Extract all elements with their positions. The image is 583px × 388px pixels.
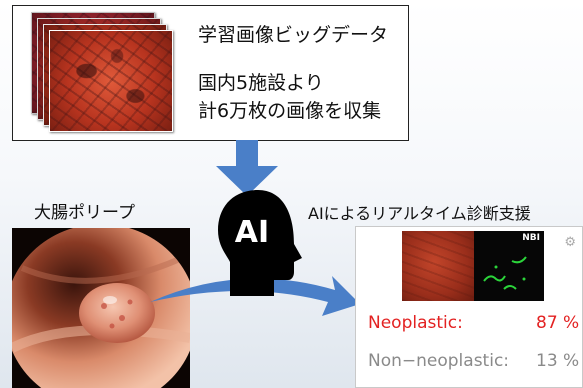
non-neoplastic-value: 13 % <box>536 351 579 371</box>
non-neoplastic-row: Non−neoplastic: 13 % <box>368 351 509 371</box>
neoplastic-row: Neoplastic: 87 % <box>368 313 463 333</box>
diagnosis-title: AIによるリアルタイム診断支援 <box>308 201 531 227</box>
bigdata-line1: 国内5施設より <box>198 70 324 96</box>
training-data-box: 学習画像ビッグデータ 国内5施設より 計6万枚の画像を収集 <box>12 5 409 141</box>
nbi-image: NBI <box>474 231 544 301</box>
ai-label: AI <box>235 215 269 250</box>
neoplastic-label: Neoplastic: <box>368 313 463 333</box>
training-image-4 <box>49 30 173 132</box>
bigdata-line2: 計6万枚の画像を収集 <box>198 98 381 124</box>
polyp-label: 大腸ポリープ <box>34 200 135 226</box>
bigdata-title: 学習画像ビッグデータ <box>198 22 388 48</box>
white-light-image <box>402 231 474 301</box>
non-neoplastic-label: Non−neoplastic: <box>368 351 509 371</box>
gear-icon[interactable]: ⚙ <box>564 235 576 250</box>
ai-head-icon: AI <box>216 188 306 298</box>
diagnosis-panel: NBI ⚙ Neoplastic: 87 % Non−neoplastic: 1… <box>355 226 583 388</box>
nbi-tag: NBI <box>522 233 540 243</box>
neoplastic-value: 87 % <box>536 313 579 333</box>
